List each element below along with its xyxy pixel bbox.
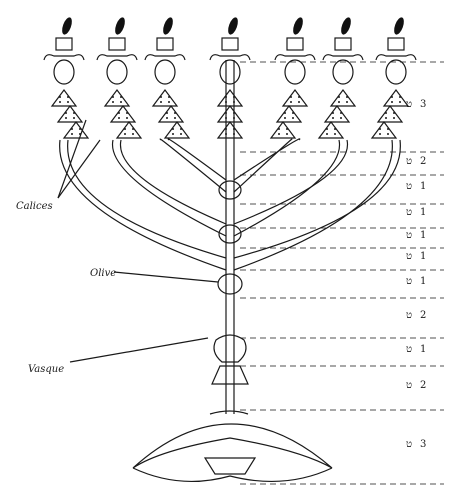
- lamp-6: [317, 17, 364, 139]
- knob-middle: [218, 224, 242, 244]
- calyx: [151, 89, 179, 107]
- measurement-value: 1: [420, 181, 426, 192]
- measurement-value: 2: [420, 380, 426, 391]
- lamp-cup: [221, 37, 239, 51]
- measurement-value: 3: [420, 99, 426, 110]
- lamp-2: [96, 17, 143, 139]
- calyx: [317, 121, 345, 139]
- calyx: [56, 105, 84, 123]
- label-olive: Olive: [90, 268, 116, 279]
- calyx: [323, 105, 351, 123]
- arm-2: [111, 139, 227, 237]
- arm-6: [233, 139, 401, 271]
- arm-1: [59, 139, 227, 271]
- lamp-cup: [387, 37, 405, 51]
- flame: [115, 17, 125, 35]
- menorah-arms: [59, 138, 401, 271]
- lamp-cup: [156, 37, 174, 51]
- calyx: [103, 89, 131, 107]
- calyx: [269, 121, 297, 139]
- measurement-unit: ט: [406, 207, 412, 218]
- measurement-unit: ט: [406, 344, 412, 355]
- measurement-value: 1: [420, 251, 426, 262]
- calyx: [50, 89, 78, 107]
- lamp-group: [43, 17, 417, 139]
- measurement-guides: [240, 61, 444, 485]
- lamp-cup: [334, 37, 352, 51]
- measurement-unit: ט: [406, 181, 412, 192]
- measurement-value: 1: [420, 230, 426, 241]
- measurement-value: 2: [420, 310, 426, 321]
- lamp-5: [269, 17, 316, 139]
- measurement-value: 1: [420, 207, 426, 218]
- flame: [163, 17, 173, 35]
- lamp-1: [43, 17, 90, 139]
- measurement-unit: ט: [406, 380, 412, 391]
- label-leaders: [57, 119, 219, 363]
- calyx: [370, 121, 398, 139]
- vase-knob: [213, 334, 247, 363]
- measurement-value: 1: [420, 344, 426, 355]
- measurement-unit: ט: [406, 439, 412, 450]
- calyx: [216, 89, 244, 107]
- lamp-cup: [286, 37, 304, 51]
- label-calices: Calices: [16, 201, 53, 212]
- vase-calyx: [211, 365, 249, 385]
- measurement-unit: ט: [406, 276, 412, 287]
- flame: [293, 17, 303, 35]
- calyx: [275, 105, 303, 123]
- measurement-unit: ט: [406, 251, 412, 262]
- calyx: [163, 121, 191, 139]
- calyx: [216, 105, 244, 123]
- arm-5: [233, 139, 349, 237]
- calyx: [216, 121, 244, 139]
- lamp-7: [370, 17, 417, 139]
- olive-knob: [217, 273, 243, 295]
- calyx: [109, 105, 137, 123]
- knob-upper: [218, 180, 242, 200]
- measurement-unit: ט: [406, 230, 412, 241]
- calyx: [329, 89, 357, 107]
- lamp-3: [144, 17, 191, 139]
- lamp-cup: [55, 37, 73, 51]
- menorah-base: [132, 410, 333, 483]
- arm-4: [233, 138, 301, 193]
- measurement-unit: ט: [406, 310, 412, 321]
- central-knobs: [211, 180, 249, 385]
- label-vasque: Vasque: [28, 364, 64, 375]
- lamp-4: [209, 17, 251, 139]
- calyx: [115, 121, 143, 139]
- arm-3: [159, 138, 227, 193]
- measurement-unit: ט: [406, 156, 412, 167]
- calyx: [157, 105, 185, 123]
- lamp-cup: [108, 37, 126, 51]
- measurement-unit: ט: [406, 99, 412, 110]
- central-shaft: [225, 60, 235, 414]
- flame: [228, 17, 238, 35]
- measurement-value: 2: [420, 156, 426, 167]
- calyx: [281, 89, 309, 107]
- flame: [341, 17, 351, 35]
- flame: [62, 17, 72, 35]
- measurement-value: 1: [420, 276, 426, 287]
- calyx: [382, 89, 410, 107]
- calyx: [376, 105, 404, 123]
- flame: [394, 17, 404, 35]
- measurement-value: 3: [420, 439, 426, 450]
